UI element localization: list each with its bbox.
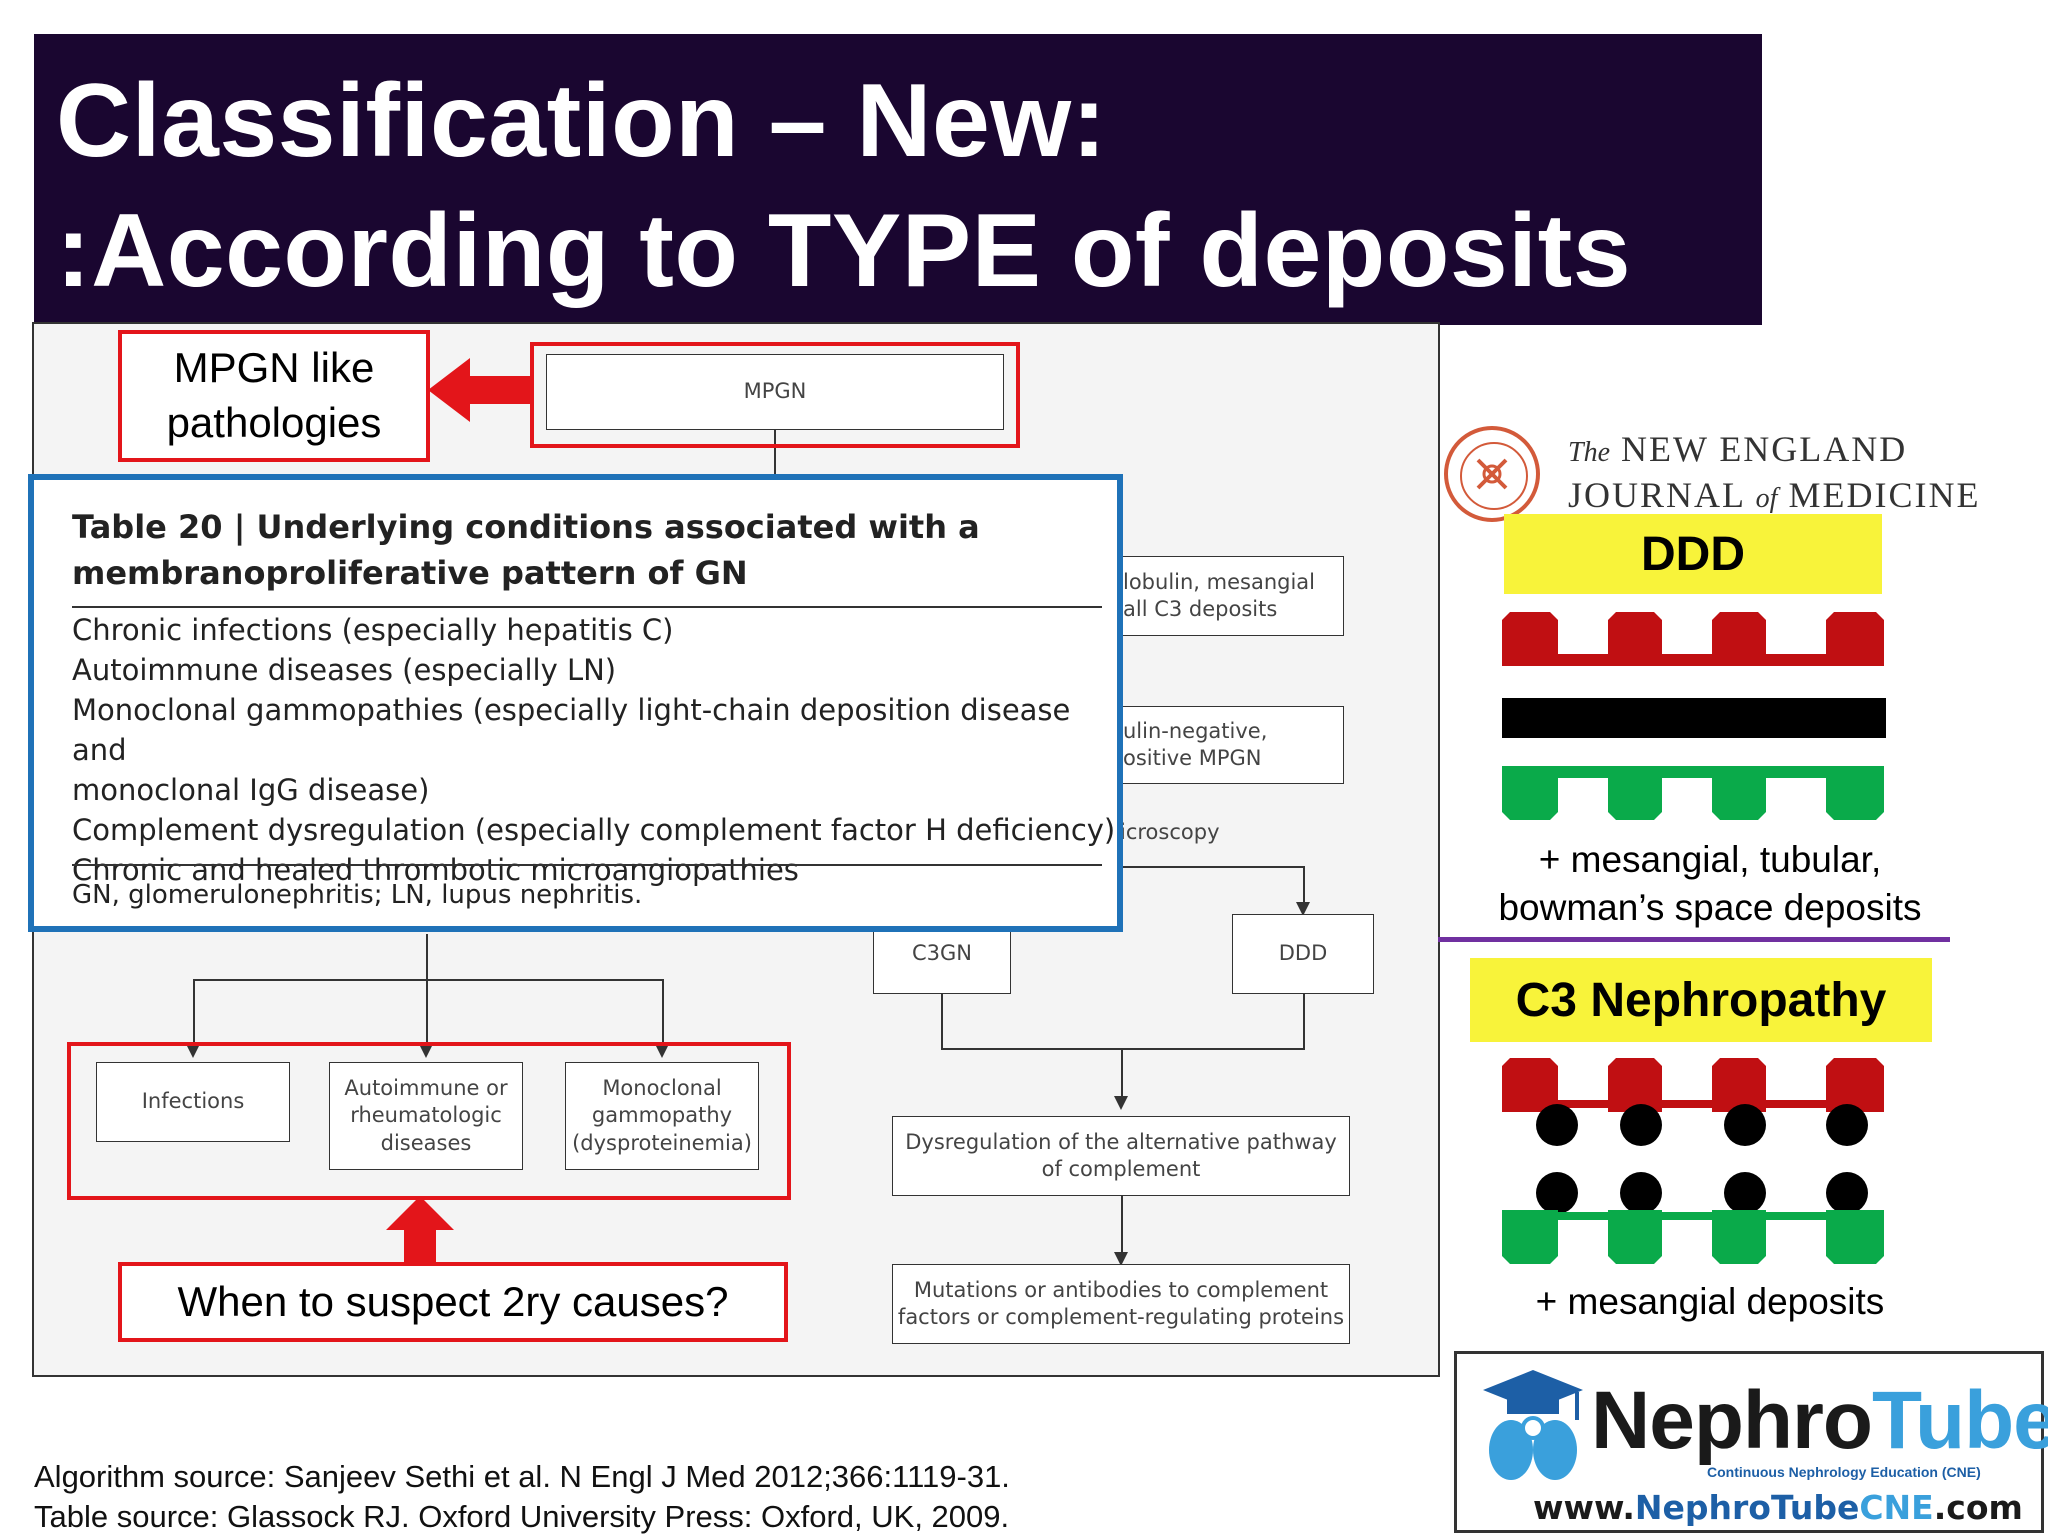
table-divider — [72, 864, 1102, 866]
deposit-dot — [1536, 1172, 1578, 1214]
connector-line — [193, 979, 195, 1051]
mutations-box: Mutations or antibodies to complement fa… — [892, 1264, 1350, 1344]
nephrotube-subtitle: Continuous Nephrology Education (CNE) — [1707, 1464, 1981, 1480]
arrowheads — [187, 902, 1310, 1266]
table-row: Chronic infections (especially hepatitis… — [72, 613, 674, 647]
ddd-dense-deposit-band — [1502, 698, 1886, 738]
connector-line — [1121, 1048, 1123, 1098]
panel-divider — [1438, 937, 1950, 942]
url-part-1: www. — [1533, 1488, 1635, 1527]
deposit-dot — [1536, 1104, 1578, 1146]
nejm-wordmark: The NEW ENGLAND JOURNAL of MEDICINE — [1568, 428, 1980, 520]
ddd-box: DDD — [1232, 914, 1374, 994]
connector-line — [662, 979, 664, 1051]
url-part-2: NephroTube — [1634, 1488, 1860, 1527]
deposit-dot — [1826, 1172, 1868, 1214]
connector-line — [1303, 866, 1305, 902]
table-source: Table source: Glassock RJ. Oxford Univer… — [34, 1499, 1010, 1534]
logo-name-part-2: Tube — [1872, 1375, 2048, 1466]
table-row: Monoclonal gammopathies (especially ligh… — [72, 693, 1071, 767]
nejm-line-2-end: MEDICINE — [1788, 475, 1981, 515]
connector-line — [426, 979, 428, 1051]
connector-line — [941, 992, 943, 1048]
slide-title-line-2: :According to TYPE of deposits — [56, 193, 1632, 309]
nejm-seal-icon — [1444, 426, 1540, 522]
mpgn-box: MPGN — [546, 354, 1004, 430]
table-row: Complement dysregulation (especially com… — [72, 813, 1116, 847]
deposit-dot — [1724, 1104, 1766, 1146]
nephrotube-name: NephroTube — [1591, 1376, 2048, 1466]
connector-line — [941, 1048, 1305, 1050]
nejm-the: The — [1568, 437, 1610, 468]
deposit-dot — [1724, 1172, 1766, 1214]
nejm-line-1: NEW ENGLAND — [1621, 429, 1908, 469]
nejm-line-2: JOURNAL — [1568, 475, 1745, 515]
autoimmune-box: Autoimmune or rheumatologic diseases — [329, 1062, 523, 1170]
table-body: Chronic infections (especially hepatitis… — [72, 610, 1117, 890]
connector-line — [1121, 1194, 1123, 1254]
c3-caption: + mesangial deposits — [1535, 1281, 1885, 1322]
table-20-overlay: Table 20 | Underlying conditions associa… — [28, 474, 1123, 932]
c3-positive-box-fragment: ulin-negative, ositive MPGN — [1114, 706, 1344, 784]
graduation-kidney-icon — [1483, 1370, 1583, 1480]
ddd-green-membrane — [1502, 766, 1884, 820]
connector-line — [774, 429, 776, 479]
mpgn-like-callout: MPGN like pathologies — [118, 330, 430, 462]
title-bar: Classification – New: :According to TYPE… — [34, 34, 1762, 325]
nephrotube-logo: NephroTube Continuous Nephrology Educati… — [1454, 1351, 2048, 1533]
c3-red-membrane — [1502, 1058, 1884, 1112]
algorithm-source: Algorithm source: Sanjeev Sethi et al. N… — [34, 1459, 1010, 1494]
slide-title-line-1: Classification – New: — [56, 63, 1107, 179]
url-part-4: .com — [1933, 1488, 2023, 1527]
deposit-dot — [1620, 1172, 1662, 1214]
ddd-caption: + mesangial, tubular, bowman’s space dep… — [1498, 839, 1922, 928]
electron-microscopy-label-fragment: icroscopy — [1120, 820, 1220, 844]
ddd-red-membrane — [1502, 612, 1884, 666]
table-row: Autoimmune diseases (especially LN) — [72, 653, 617, 687]
connector-line — [1119, 866, 1304, 868]
secondary-causes-callout: When to suspect 2ry causes? — [118, 1262, 788, 1342]
table-row: monoclonal IgG disease) — [72, 773, 430, 807]
deposit-dot — [1826, 1104, 1868, 1146]
nejm-of: of — [1755, 483, 1778, 514]
nephrotube-url[interactable]: www.NephroTubeCNE.com — [1533, 1488, 2023, 1527]
table-footnote: GN, glomerulonephritis; LN, lupus nephri… — [72, 880, 643, 910]
table-title: Table 20 | Underlying conditions associa… — [72, 508, 980, 592]
c3-nephropathy-label: C3 Nephropathy — [1470, 958, 1932, 1042]
secondary-causes-highlight — [67, 1042, 791, 1200]
mpgn-highlight — [530, 342, 1020, 448]
table-row: Chronic and healed thrombotic microangio… — [72, 853, 799, 887]
table-divider — [72, 606, 1102, 608]
up-arrow — [386, 1196, 454, 1268]
ddd-label: DDD — [1504, 514, 1882, 594]
monoclonal-box: Monoclonal gammopathy (dysproteinemia) — [565, 1062, 759, 1170]
c3-green-membrane — [1502, 1210, 1884, 1264]
left-arrow — [428, 358, 534, 422]
connector-line — [1303, 992, 1305, 1048]
logo-name-part-1: Nephro — [1591, 1375, 1873, 1466]
connector-line — [426, 934, 428, 979]
infections-box: Infections — [96, 1062, 290, 1142]
deposit-dot — [1620, 1104, 1662, 1146]
url-part-3: CNE — [1859, 1488, 1934, 1527]
immunofluorescence-box-fragment: lobulin, mesangial all C3 deposits — [1114, 556, 1344, 636]
dysregulation-box: Dysregulation of the alternative pathway… — [892, 1116, 1350, 1196]
connector-line — [193, 979, 663, 981]
